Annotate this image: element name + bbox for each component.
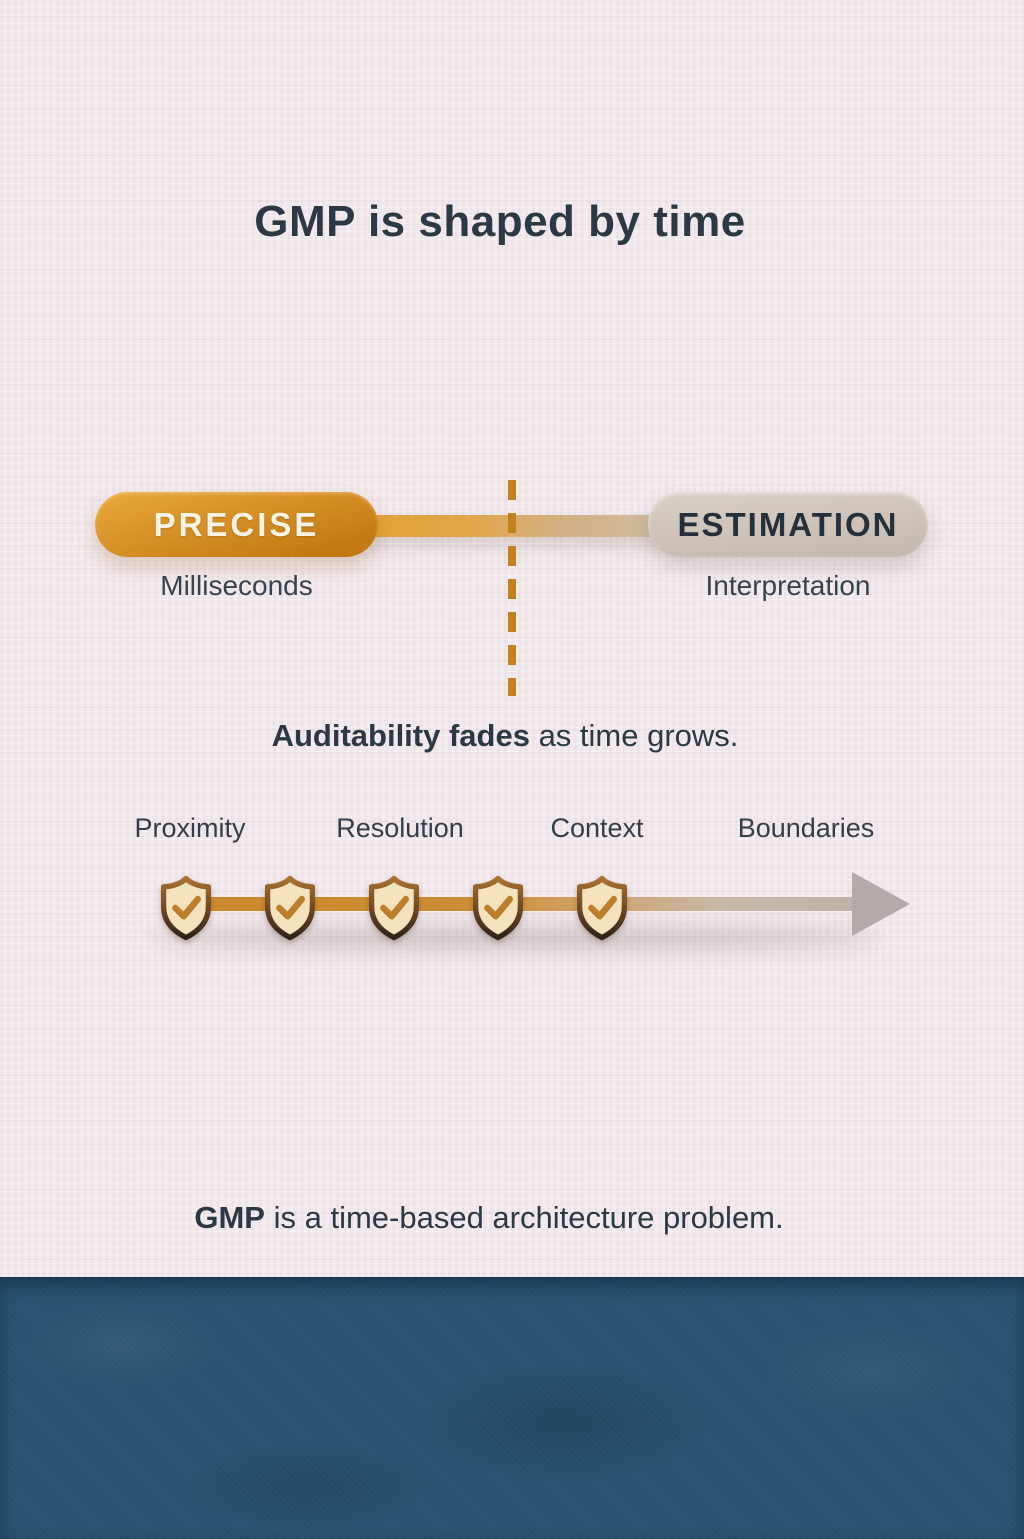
arrow-right-icon [852, 872, 910, 936]
factor-label-resolution: Resolution [336, 813, 464, 843]
shield-check-icon [156, 875, 216, 941]
shield-check-icon [364, 875, 424, 941]
precise-pill: PRECISE [95, 492, 378, 557]
precise-sublabel: Milliseconds [160, 570, 313, 601]
estimation-pill-label: ESTIMATION [677, 505, 899, 543]
statement-rest: as time grows. [529, 718, 739, 753]
conclusion-text: GMP is a time-based architecture problem… [0, 1200, 978, 1236]
conclusion-highlight: GMP [194, 1200, 265, 1235]
footer-band [0, 1277, 1024, 1539]
statement-highlight: Auditability fades [271, 718, 530, 753]
shield-check-icon [468, 875, 528, 941]
estimation-sublabel: Interpretation [705, 570, 871, 601]
factor-label-boundaries: Boundaries [737, 813, 875, 843]
conclusion-rest: is a time-based architecture problem. [265, 1200, 784, 1235]
factor-label-proximity: Proximity [134, 813, 246, 843]
factor-label-context: Context [550, 813, 644, 843]
poster-title: GMP is shaped by time [254, 197, 746, 247]
dashed-divider-line [508, 480, 516, 696]
shield-check-icon [572, 875, 632, 941]
statement-text: Auditability fades as time grows. [0, 718, 1010, 754]
shield-check-icon [260, 875, 320, 941]
precise-pill-label: PRECISE [153, 505, 320, 543]
estimation-pill: ESTIMATION [648, 492, 928, 557]
timeline-shadow [150, 928, 880, 948]
